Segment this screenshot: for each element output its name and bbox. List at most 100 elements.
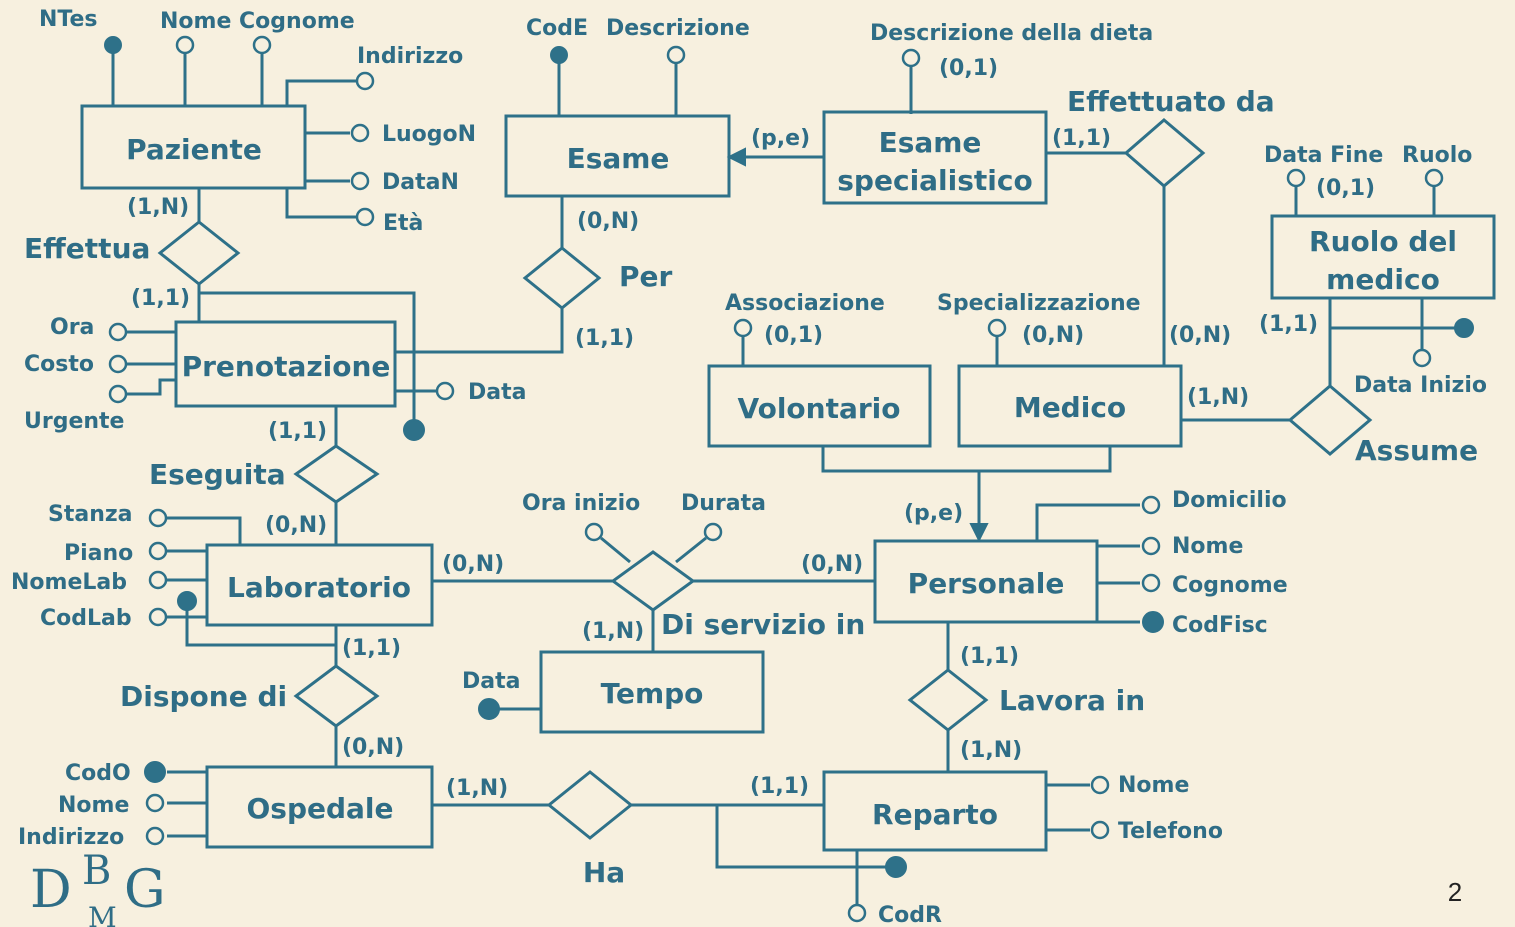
svg-text:medico: medico (1326, 263, 1440, 296)
svg-text:Medico: Medico (1014, 391, 1126, 424)
attribute-markers (104, 35, 1474, 923)
svg-text:(0,N): (0,N) (577, 209, 639, 234)
attr-costo: Costo (24, 352, 94, 377)
entity-laboratorio: Laboratorio (205, 543, 434, 627)
svg-text:(1,1): (1,1) (960, 644, 1019, 669)
attr-nome-reparto: Nome (1118, 773, 1189, 798)
svg-text:(0,N): (0,N) (1169, 323, 1231, 348)
attr-data-fine: Data Fine (1264, 143, 1383, 168)
attr-data-tempo: Data (462, 669, 520, 694)
attr-ntes: NTes (39, 7, 98, 32)
svg-text:(1,1): (1,1) (575, 326, 634, 351)
entity-medico: Medico (957, 364, 1183, 448)
relationship-di-servizio-in: Di servizio in (610, 550, 865, 641)
svg-text:Di servizio in: Di servizio in (661, 608, 865, 641)
attr-codo: CodO (65, 761, 131, 786)
svg-text:(1,1): (1,1) (342, 636, 401, 661)
svg-text:Reparto: Reparto (872, 798, 998, 831)
svg-text:Laboratorio: Laboratorio (227, 571, 411, 604)
attr-data-prenotazione: Data (468, 380, 526, 405)
svg-text:Esame: Esame (567, 142, 670, 175)
dbmg-logo: D B M G (30, 848, 166, 927)
relationship-assume: Assume (1287, 384, 1478, 467)
svg-text:(1,1): (1,1) (268, 419, 327, 444)
attr-descrizione: Descrizione (606, 16, 750, 41)
attr-piano: Piano (64, 541, 133, 566)
attr-codr: CodR (878, 903, 942, 927)
attr-codlab: CodLab (40, 606, 132, 631)
attribute-labels: NTes Nome Cognome Indirizzo LuogoN DataN… (11, 7, 1487, 927)
attr-codfisc: CodFisc (1172, 613, 1268, 638)
attr-indirizzo: Indirizzo (357, 44, 463, 69)
entity-ruolo-del-medico: Ruolo del medico (1270, 214, 1496, 300)
svg-text:Volontario: Volontario (737, 392, 900, 425)
cardinality-labels: (0,1) (p,e) (1,1) (0,1) (1,N) (0,N) (1,1… (127, 56, 1375, 801)
svg-text:B: B (82, 848, 111, 894)
entity-prenotazione: Prenotazione (174, 320, 397, 408)
svg-text:Personale: Personale (908, 567, 1065, 600)
attr-code: CodE (526, 16, 588, 41)
attr-descr-dieta: Descrizione della dieta (870, 21, 1153, 46)
attr-nome-personale: Nome (1172, 534, 1243, 559)
relationship-effettua: Effettua (24, 220, 241, 286)
svg-text:(1,N): (1,N) (1187, 385, 1249, 410)
svg-text:(0,N): (0,N) (801, 552, 863, 577)
svg-text:(1,1): (1,1) (750, 774, 809, 799)
svg-text:(0,N): (0,N) (342, 735, 404, 760)
entity-volontario: Volontario (707, 364, 932, 448)
attr-durata: Durata (681, 491, 766, 516)
svg-text:(p,e): (p,e) (904, 501, 963, 526)
svg-text:Ospedale: Ospedale (246, 792, 393, 825)
svg-text:(1,1): (1,1) (131, 286, 190, 311)
generalization-arrow (969, 523, 989, 543)
attr-eta: Età (383, 211, 423, 236)
svg-text:Tempo: Tempo (601, 677, 704, 710)
attr-domicilio: Domicilio (1172, 488, 1287, 513)
relationship-eseguita: Eseguita (149, 444, 380, 504)
svg-text:Esame: Esame (879, 126, 982, 159)
svg-text:D: D (30, 860, 72, 920)
relationship-ha: Ha (546, 770, 634, 889)
svg-text:Paziente: Paziente (126, 133, 262, 166)
attr-associazione: Associazione (725, 291, 885, 316)
attr-telefono: Telefono (1118, 819, 1223, 844)
attr-ruolo: Ruolo (1402, 143, 1472, 168)
svg-text:M: M (88, 901, 117, 927)
entity-personale: Personale (873, 539, 1099, 624)
attr-ora: Ora (50, 315, 94, 340)
svg-text:Lavora in: Lavora in (999, 684, 1145, 717)
svg-text:Dispone di: Dispone di (120, 680, 287, 713)
connector-lines (111, 47, 1455, 905)
attr-ora-inizio: Ora inizio (522, 491, 640, 516)
svg-text:(0,1): (0,1) (939, 56, 998, 81)
svg-text:Effettuato da: Effettuato da (1067, 85, 1275, 118)
entity-paziente: Paziente (80, 104, 307, 190)
svg-text:(p,e): (p,e) (751, 126, 810, 151)
attr-stanza: Stanza (48, 502, 133, 527)
attr-nome-ospedale: Nome (58, 793, 129, 818)
svg-text:(0,N): (0,N) (1022, 323, 1084, 348)
attr-specializzazione: Specializzazione (937, 291, 1141, 316)
svg-text:G: G (124, 860, 166, 920)
attr-nome-cognome: Nome Cognome (160, 9, 355, 34)
svg-text:(1,1): (1,1) (1259, 312, 1318, 337)
entity-esame-specialistico: Esame specialistico (822, 110, 1048, 205)
svg-text:Assume: Assume (1355, 434, 1478, 467)
svg-text:specialistico: specialistico (837, 164, 1032, 197)
entity-ospedale: Ospedale (205, 765, 434, 849)
attr-cognome: Cognome (1172, 573, 1288, 598)
svg-text:Ruolo del: Ruolo del (1309, 225, 1457, 258)
attr-datan: DataN (382, 170, 459, 195)
relationship-per: Per (522, 246, 673, 310)
svg-text:(1,N): (1,N) (127, 195, 189, 220)
relationship-effettuato-da: Effettuato da (1067, 85, 1275, 188)
svg-text:Per: Per (619, 260, 673, 293)
attr-indirizzo-ospedale: Indirizzo (18, 825, 124, 850)
entity-tempo: Tempo (539, 650, 765, 734)
attr-luogon: LuogoN (382, 122, 476, 147)
entity-esame: Esame (504, 114, 731, 198)
svg-text:Effettua: Effettua (24, 232, 150, 265)
svg-text:(1,N): (1,N) (960, 738, 1022, 763)
attr-urgente: Urgente (24, 409, 124, 434)
